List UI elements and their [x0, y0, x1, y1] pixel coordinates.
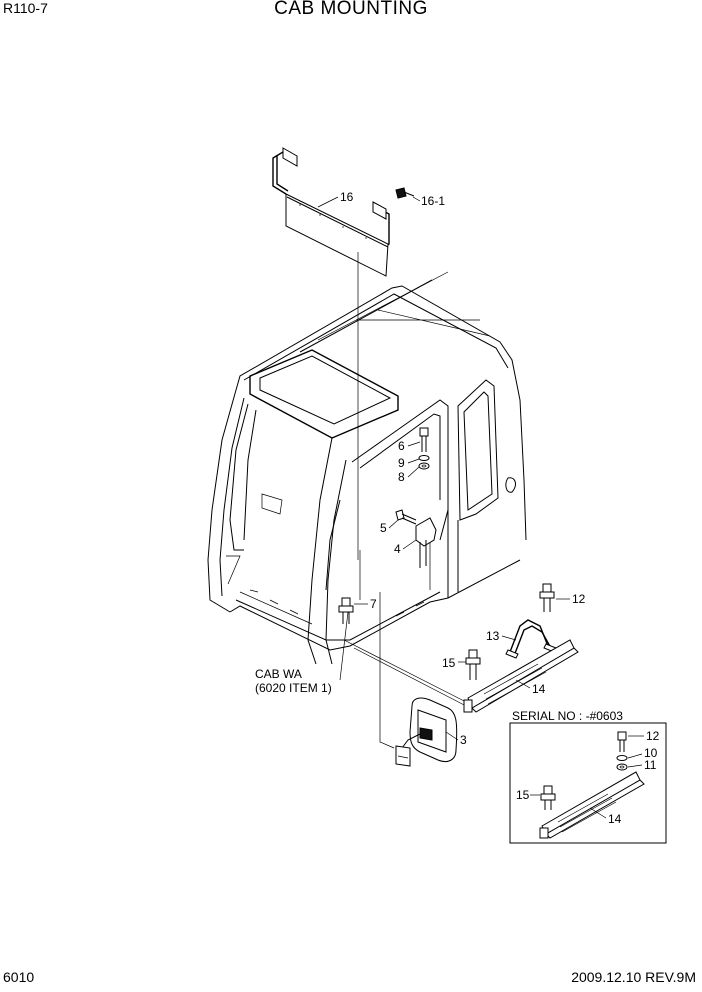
bolt-7: 7: [338, 597, 377, 624]
callout-16: 16: [340, 190, 354, 204]
callout-4: 4: [394, 542, 401, 556]
serial-inset: SERIAL NO : -#0603 12 10 11 15 14: [509, 709, 667, 844]
inset-title: SERIAL NO : -#0603: [512, 709, 623, 723]
inset-callout-15: 15: [516, 788, 530, 802]
revision-date: 2009.12.10 REV.9M: [571, 969, 696, 985]
callout-16-1: 16-1: [421, 194, 445, 208]
step-assembly: 12 13 14 15: [442, 583, 586, 713]
callout-12: 12: [572, 592, 586, 606]
callout-9: 9: [398, 456, 405, 470]
inset-callout-11: 11: [644, 758, 657, 772]
callout-3: 3: [460, 733, 467, 747]
callout-6: 6: [398, 439, 405, 453]
callout-5: 5: [380, 521, 387, 535]
bracket-4-group: 5 4: [380, 509, 437, 568]
screw-16-1: 16-1: [395, 187, 445, 208]
sun-visor: 16: [272, 147, 390, 277]
callout-14: 14: [532, 682, 546, 696]
leader-lines: [339, 252, 471, 749]
callout-7: 7: [370, 597, 377, 611]
inset-callout-14: 14: [608, 812, 622, 826]
inset-callout-10: 10: [644, 746, 658, 760]
callout-8: 8: [398, 470, 405, 484]
cab-note-line2: (6020 ITEM 1): [255, 681, 332, 695]
page-title: CAB MOUNTING: [274, 0, 428, 19]
page-number: 6010: [3, 969, 35, 985]
bolt-6-group: 6 9 8: [398, 427, 430, 484]
cab-body: [207, 271, 527, 665]
callout-15: 15: [442, 656, 456, 670]
callout-13: 13: [486, 629, 500, 643]
mirror-3: 3: [395, 697, 467, 767]
model-number: R110-7: [3, 0, 48, 16]
inset-callout-12: 12: [646, 729, 660, 743]
cab-note-line1: CAB WA: [255, 667, 302, 681]
